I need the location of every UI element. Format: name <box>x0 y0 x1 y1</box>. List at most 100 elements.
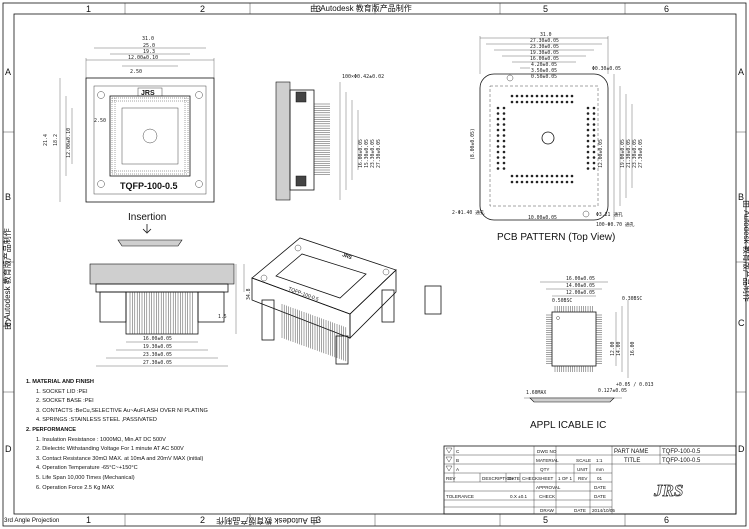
date-label-2: DATE <box>594 494 606 499</box>
pcb-pad <box>555 100 559 104</box>
top-view-dims <box>59 47 215 202</box>
pcb-pad <box>502 123 506 126</box>
part-name-label: PART NAME <box>614 449 648 455</box>
top-dim-d3: 12.00±0.10 <box>128 55 158 61</box>
iso-leg-4 <box>424 285 442 315</box>
iso-screw-3 <box>260 274 268 282</box>
pcb-pad <box>510 174 514 178</box>
pcb-pad <box>592 167 596 170</box>
ic-dim-w1: 16.00±0.05 <box>566 276 595 282</box>
column-labels: 1 2 3 5 6 1 2 3 5 6 <box>86 4 669 525</box>
iso-leg-1 <box>261 299 275 341</box>
pcb-pad <box>592 156 596 159</box>
pcb-pad <box>586 112 590 115</box>
pcb-pad <box>502 156 506 159</box>
pcb-pad <box>535 94 539 98</box>
draw-label: DRAW <box>540 508 555 513</box>
ic-dim-t3: +0.05 / 0.013 <box>616 382 654 388</box>
pcb-dim-pads: 100-Φ0.70 通孔 <box>596 221 635 228</box>
front-view-lid <box>89 263 235 285</box>
col-label-2: 2 <box>200 4 205 14</box>
tolerance-value: 0.X ±0.1 <box>510 494 528 499</box>
side-view-latch-bottom <box>295 175 307 187</box>
applicable-ic: 16.00±0.05 14.00±0.05 12.00±0.05 0.50BSC… <box>524 276 654 431</box>
top-view-screw-bl <box>97 180 105 188</box>
notes: 1. MATERIAL AND FINISH 1. SOCKET LID :PE… <box>26 378 326 493</box>
pcb-pad <box>530 180 534 184</box>
pcb-pad <box>592 128 596 132</box>
front-dim-h2: 34.8 <box>246 288 252 300</box>
sheet-value: 1 OF 1 <box>558 476 572 481</box>
col-label-2-bottom: 2 <box>200 515 205 525</box>
pcb-pad <box>545 180 549 184</box>
pcb-pad <box>502 161 506 165</box>
rev-label: REV <box>578 476 588 481</box>
part-name-value: TQFP-100-0.5 <box>662 449 701 455</box>
pcb-pad <box>496 112 500 115</box>
pcb-hole-tl <box>506 74 514 82</box>
pcb-dim-r3: 21.30±0.05 <box>626 139 632 168</box>
side-dim-r1: 16.00±0.05 <box>358 139 364 168</box>
rev-triangle-a <box>445 465 453 472</box>
notes-item: 6. Operation Force 2.5 Kg MAX <box>36 484 115 491</box>
front-view-body <box>125 291 199 335</box>
top-dim-overall: 31.0 <box>142 36 154 42</box>
front-dim-a: 16.00±0.05 <box>143 336 172 342</box>
pcb-pad <box>565 174 569 178</box>
front-dim-c: 23.30±0.05 <box>143 352 172 358</box>
pcb-pad <box>565 180 569 184</box>
front-dim-b: 19.30±0.05 <box>143 344 172 350</box>
row-label-d-right: D <box>738 444 745 454</box>
pcb-pad <box>550 100 554 104</box>
iso-leg-2 <box>335 335 349 365</box>
pcb-pad <box>502 112 506 115</box>
iso-screw-1 <box>294 244 302 252</box>
top-view-center-hole <box>142 128 158 144</box>
notes-item: 5. Life Span 10,000 Times (Mechanical) <box>36 474 135 481</box>
pcb-pad <box>496 123 500 126</box>
pcb-pad <box>535 100 539 104</box>
pcb-dim-bottom: 10.00±0.05 <box>528 215 557 221</box>
col-label-1-bottom: 1 <box>86 515 91 525</box>
top-view-screw-tr <box>195 91 203 99</box>
tolerance-label: TOLERANCE <box>446 494 474 499</box>
pcb-pad <box>530 174 534 178</box>
pcb-pad <box>496 139 500 143</box>
front-dim-d: 27.30±0.05 <box>143 360 172 366</box>
rev-row-b: B <box>456 458 459 463</box>
pcb-pad <box>592 123 596 126</box>
front-view-frame <box>95 283 229 293</box>
ic-pin1-mark <box>556 316 560 320</box>
side-dim-r2: 15.30±0.05 <box>364 139 370 168</box>
notes-item: 2. Dielectric Withstanding Voltage For 1… <box>36 446 184 453</box>
applicable-ic-title: APPL ICABLE IC <box>530 420 606 431</box>
pcb-pad <box>570 94 574 98</box>
row-label-c: C <box>5 318 12 328</box>
ic-dim-pitch: 0.50BSC <box>552 298 572 304</box>
pcb-pad <box>535 174 539 178</box>
rev-header-date: DATE <box>508 476 520 481</box>
pcb-pad <box>510 94 514 98</box>
pcb-pad <box>565 94 569 98</box>
pcb-hole-br <box>582 210 590 218</box>
col-label-5-bottom: 5 <box>543 515 548 525</box>
pcb-pad <box>520 180 524 184</box>
pcb-pad <box>586 167 590 170</box>
row-label-b: B <box>5 192 11 202</box>
side-view-base <box>289 89 315 191</box>
iso-pins <box>281 304 347 362</box>
pcb-pad <box>560 174 564 178</box>
pcb-pad <box>530 100 534 104</box>
date-value: 2014/10/05 <box>592 508 615 513</box>
iso-side-face <box>349 269 397 339</box>
pcb-pad <box>592 150 596 154</box>
row-label-a: A <box>5 67 11 77</box>
pcb-pad <box>545 94 549 98</box>
pcb-pad <box>550 180 554 184</box>
top-dim-left2: 18.2 <box>53 134 59 146</box>
pcb-pad <box>540 174 544 178</box>
pcb-pad <box>545 174 549 178</box>
rev-header-check: CHECK <box>522 476 539 481</box>
pcb-dims <box>479 36 633 221</box>
